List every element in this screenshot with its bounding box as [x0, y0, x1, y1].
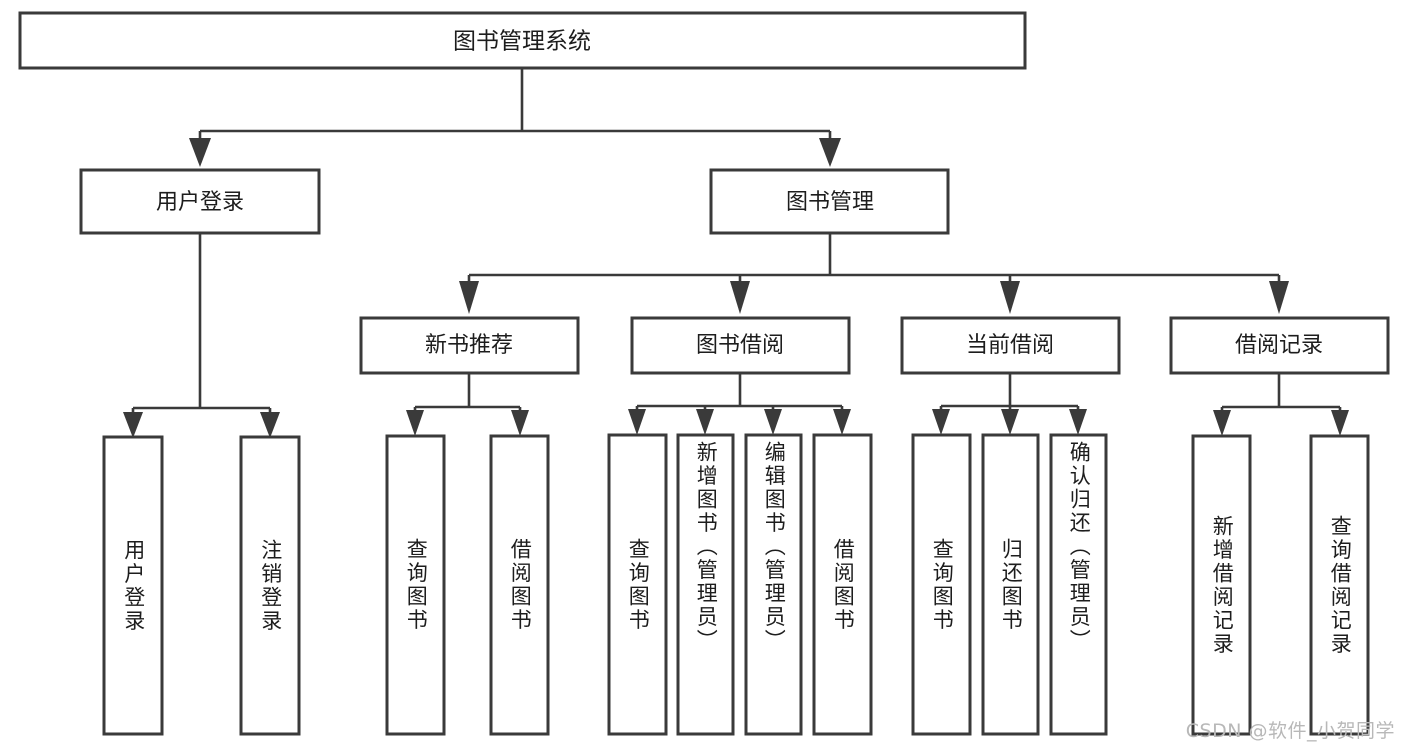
arrow-user-login-leaf-1 — [123, 412, 143, 438]
arrow-current-borrow-leaf-3 — [1069, 409, 1087, 435]
node-current-borrow-box[interactable] — [900, 316, 1121, 375]
connectors-root-to-level1 — [189, 68, 841, 167]
node-borrow-book-box[interactable] — [630, 316, 851, 375]
node-new-book-box[interactable] — [359, 316, 580, 375]
leaf-box-current-borrow-3[interactable] — [1049, 433, 1108, 736]
leaf-box-borrow-book-2[interactable] — [676, 433, 735, 736]
node-current-borrow[interactable]: 当前借阅 — [900, 316, 1121, 375]
arrow-to-borrow-record — [1269, 281, 1289, 314]
node-borrow-record-label: 借阅记录 — [1235, 333, 1323, 358]
leaf-box-new-book-1[interactable] — [385, 434, 446, 736]
arrow-borrow-record-leaf-2 — [1331, 410, 1349, 436]
arrow-borrow-book-leaf-3 — [764, 409, 782, 435]
leaf-box-borrow-book-3[interactable] — [744, 433, 803, 736]
node-borrow-book-label: 图书借阅 — [696, 333, 784, 358]
leaf-box-borrow-record-1[interactable] — [1191, 434, 1252, 736]
leaf-box-user-login-2[interactable] — [239, 435, 301, 736]
node-book-mgmt[interactable]: 图书管理 — [709, 168, 950, 235]
leaf-box-current-borrow-1[interactable] — [911, 433, 972, 736]
watermark-text: CSDN @软件_小贺同学 — [1185, 720, 1395, 742]
node-root-box[interactable] — [18, 11, 1027, 70]
node-borrow-record-box[interactable] — [1169, 316, 1390, 375]
connectors-current-borrow-to-leaves — [932, 373, 1087, 435]
node-root[interactable]: 图书管理系统 — [18, 11, 1027, 70]
node-current-borrow-label: 当前借阅 — [966, 333, 1054, 358]
connectors-user-login-to-leaves — [123, 233, 280, 438]
leaf-box-borrow-book-1[interactable] — [607, 433, 668, 736]
arrow-borrow-book-leaf-2 — [696, 409, 714, 435]
node-new-book-label: 新书推荐 — [425, 333, 513, 358]
leaf-boxes — [102, 433, 1370, 736]
node-book-mgmt-label: 图书管理 — [786, 190, 874, 215]
arrow-to-user-login — [189, 138, 211, 167]
arrow-to-current-borrow — [1000, 281, 1020, 314]
arrow-current-borrow-leaf-1 — [932, 409, 950, 435]
node-user-login-box[interactable] — [79, 168, 321, 235]
leaf-box-borrow-record-2[interactable] — [1309, 434, 1370, 736]
arrow-new-book-leaf-2 — [511, 410, 529, 436]
arrow-borrow-book-leaf-4 — [833, 409, 851, 435]
node-new-book[interactable]: 新书推荐 — [359, 316, 580, 375]
node-user-login[interactable]: 用户登录 — [79, 168, 321, 235]
node-borrow-book[interactable]: 图书借阅 — [630, 316, 851, 375]
arrow-borrow-record-leaf-1 — [1213, 410, 1231, 436]
arrow-current-borrow-leaf-2 — [1001, 409, 1019, 435]
connectors-borrow-record-to-leaves — [1213, 373, 1349, 436]
arrow-to-new-book — [459, 281, 479, 314]
node-root-label: 图书管理系统 — [453, 29, 591, 55]
leaf-box-new-book-2[interactable] — [489, 434, 550, 736]
node-book-mgmt-box[interactable] — [709, 168, 950, 235]
leaf-box-borrow-book-4[interactable] — [812, 433, 873, 736]
arrow-user-login-leaf-2 — [260, 412, 280, 438]
node-borrow-record[interactable]: 借阅记录 — [1169, 316, 1390, 375]
arrow-new-book-leaf-1 — [406, 410, 424, 436]
arrow-borrow-book-leaf-1 — [628, 409, 646, 435]
connectors-new-book-to-leaves — [406, 373, 529, 436]
arrow-to-borrow-book — [730, 281, 750, 314]
arrow-to-book-mgmt — [819, 138, 841, 167]
leaf-box-current-borrow-2[interactable] — [981, 433, 1040, 736]
connectors-borrow-book-to-leaves — [628, 373, 851, 435]
connectors-book-mgmt-to-level2 — [459, 233, 1289, 314]
leaf-box-user-login-1[interactable] — [102, 435, 164, 736]
node-user-login-label: 用户登录 — [156, 190, 244, 215]
